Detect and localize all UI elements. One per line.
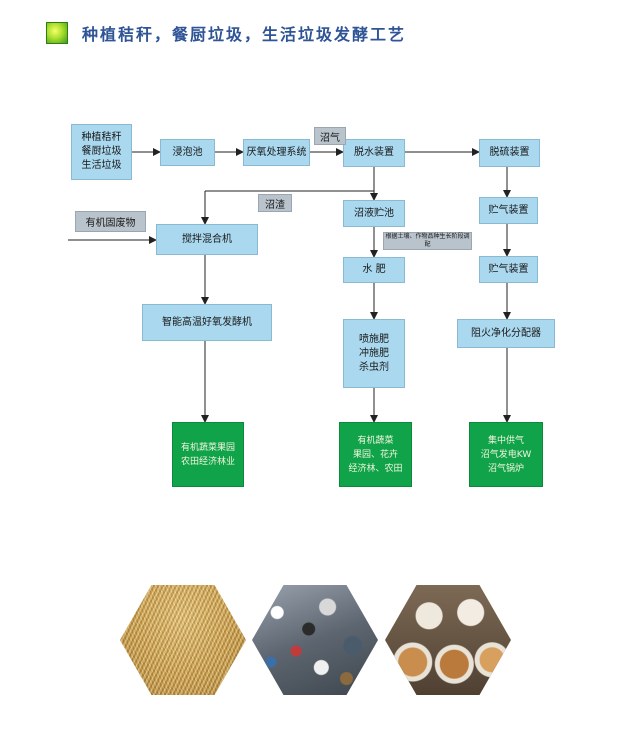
gas-storage-box-1: 贮气装置 bbox=[479, 197, 538, 224]
blending-note-label: 根据土壤、作物品种生长阶段调配 bbox=[383, 232, 472, 250]
page-title: 种植秸秆，餐厨垃圾，生活垃圾发酵工艺 bbox=[82, 25, 407, 44]
anaerobic-system-box: 厌氧处理系统 bbox=[243, 139, 310, 166]
mixer-box: 搅拌混合机 bbox=[156, 224, 258, 255]
fermenter-box: 智能高温好氧发酵机 bbox=[142, 304, 272, 341]
output-left-box: 有机蔬菜果园 农田经济林业 bbox=[172, 422, 244, 487]
liquid-tank-box: 沼液贮池 bbox=[343, 200, 405, 227]
desulfur-device-box: 脱硫装置 bbox=[479, 139, 540, 167]
flame-arrester-box: 阻火净化分配器 bbox=[457, 319, 555, 348]
spray-fertilizer-box: 喷施肥 冲施肥 杀虫剂 bbox=[343, 319, 405, 388]
soak-tank-box: 浸泡池 bbox=[160, 139, 215, 166]
green-square-icon bbox=[46, 22, 68, 44]
page-header: 种植秸秆，餐厨垃圾，生活垃圾发酵工艺 bbox=[46, 20, 406, 46]
output-middle-box: 有机蔬菜 果园、花卉 经济林、农田 bbox=[339, 422, 412, 487]
organic-waste-label: 有机固废物 bbox=[75, 211, 146, 232]
biogas-label: 沼气 bbox=[314, 127, 346, 145]
source-materials-box: 种植秸秆 餐厨垃圾 生活垃圾 bbox=[71, 124, 132, 180]
water-fertilizer-box: 水 肥 bbox=[343, 257, 405, 283]
output-right-box: 集中供气 沼气发电KW 沼气锅炉 bbox=[469, 422, 543, 487]
gas-storage-box-2: 贮气装置 bbox=[479, 256, 538, 283]
residue-label: 沼渣 bbox=[258, 194, 292, 212]
dewater-device-box: 脱水装置 bbox=[343, 139, 405, 167]
